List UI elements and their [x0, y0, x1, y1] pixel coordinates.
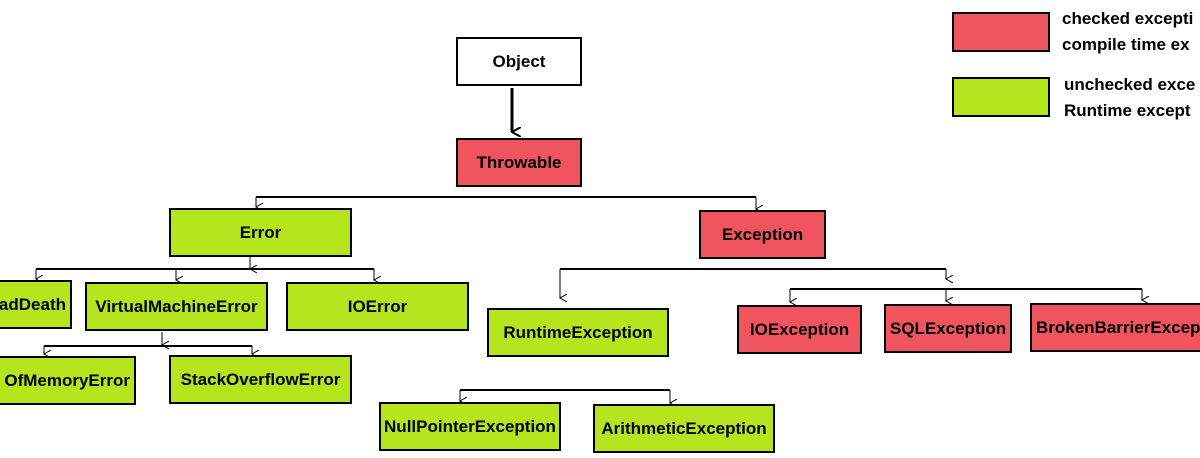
node-object: Object	[456, 37, 582, 86]
legend-checked-swatch	[952, 12, 1050, 52]
node-nullpointerexception: NullPointerException	[379, 402, 561, 451]
node-sqlexception: SQLException	[884, 304, 1012, 353]
node-throwable: Throwable	[456, 138, 582, 187]
node-virtualmachineerror: VirtualMachineError	[85, 282, 268, 331]
node-ioerror: IOError	[286, 282, 469, 331]
node-exception: Exception	[699, 210, 826, 259]
legend-checked-label: checked excepti compile time ex	[1062, 6, 1193, 58]
node-stackoverflowerror: StackOverflowError	[169, 355, 352, 404]
legend-unchecked-line1: unchecked exce	[1064, 75, 1196, 94]
legend-checked-line1: checked excepti	[1062, 9, 1194, 28]
legend-unchecked-line2: Runtime except	[1064, 101, 1191, 120]
legend-checked-line2: compile time ex	[1062, 35, 1190, 54]
node-error: Error	[169, 208, 352, 257]
node-runtimeexception: RuntimeException	[487, 308, 669, 357]
legend-unchecked-label: unchecked exce Runtime except	[1064, 72, 1195, 124]
legend-unchecked-swatch	[952, 77, 1050, 117]
node-arithmeticexception: ArithmeticException	[593, 404, 775, 453]
node-brokenbarrierexception: BrokenBarrierExcep	[1030, 303, 1200, 352]
node-ioexception: IOException	[737, 305, 862, 354]
node-threaddeath: adDeath	[0, 280, 72, 329]
node-outofmemoryerror: OfMemoryError	[0, 356, 136, 405]
